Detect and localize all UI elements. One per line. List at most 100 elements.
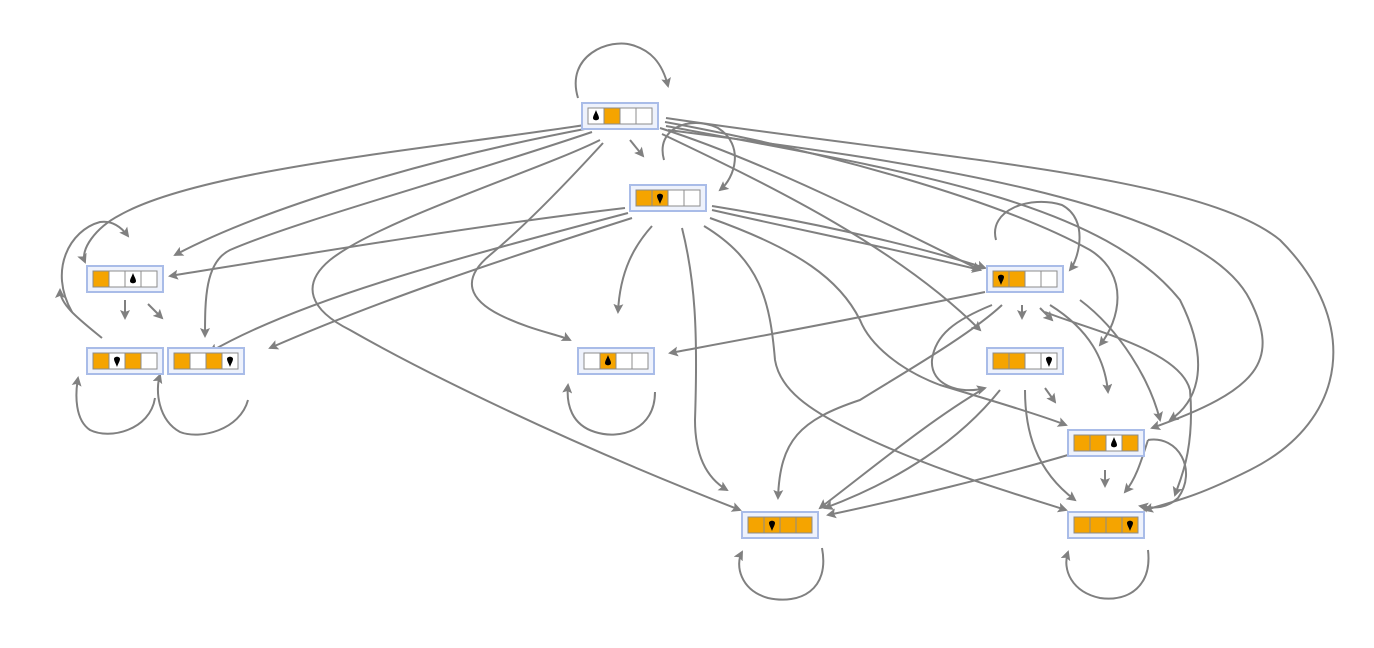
transition-edge bbox=[703, 225, 1068, 513]
tape-cell-filled bbox=[747, 516, 765, 534]
transition-edge bbox=[681, 227, 729, 492]
transition-edge bbox=[709, 217, 1068, 427]
transition-edge bbox=[208, 212, 629, 353]
head-marker-icon bbox=[114, 356, 120, 367]
transition-edge bbox=[994, 200, 1081, 272]
tape-cell-filled bbox=[779, 516, 797, 534]
tape-cell-filled bbox=[1105, 516, 1123, 534]
state-node-s8 bbox=[986, 347, 1064, 375]
nodes-layer bbox=[86, 102, 1145, 539]
transition-edge bbox=[71, 376, 156, 435]
tape-cell-filled bbox=[603, 107, 621, 125]
transition-edge bbox=[562, 383, 656, 436]
transition-edge bbox=[733, 547, 825, 601]
head-marker-icon bbox=[998, 274, 1004, 285]
transition-edge bbox=[1060, 549, 1150, 600]
state-node-s5 bbox=[167, 347, 245, 375]
state-node-s6 bbox=[577, 347, 655, 375]
edges-layer bbox=[55, 42, 1335, 601]
transition-edge bbox=[667, 129, 1264, 431]
transition-edge bbox=[818, 387, 986, 510]
transition-edge bbox=[1079, 299, 1163, 422]
tape-cell-empty bbox=[189, 352, 207, 370]
tape-cell-filled bbox=[1121, 434, 1139, 452]
tape-cell-empty bbox=[635, 107, 653, 125]
head-marker-icon bbox=[130, 273, 136, 284]
tape-cell-filled bbox=[992, 352, 1010, 370]
tape-cell-empty bbox=[619, 107, 637, 125]
tape-cell-filled bbox=[795, 516, 813, 534]
tape-cell-empty bbox=[108, 270, 126, 288]
transition-edge bbox=[1138, 438, 1188, 513]
head-marker-icon bbox=[1046, 356, 1052, 367]
tape-cell-filled bbox=[205, 352, 223, 370]
transition-edge bbox=[930, 304, 993, 395]
tape-cell-filled bbox=[1089, 516, 1107, 534]
tape-cell-empty bbox=[1040, 270, 1058, 288]
transition-edge bbox=[826, 454, 1069, 519]
tape-cell-empty bbox=[631, 352, 649, 370]
transition-edge bbox=[1024, 389, 1077, 502]
transition-edge bbox=[311, 139, 742, 512]
tape-cell-empty bbox=[683, 189, 701, 207]
transition-edge bbox=[613, 225, 653, 314]
head-marker-icon bbox=[1127, 520, 1133, 531]
tape-cell-filled bbox=[92, 270, 110, 288]
state-node-s1 bbox=[581, 102, 659, 130]
tape-cell-filled bbox=[1008, 270, 1026, 288]
transition-edge bbox=[1049, 304, 1113, 394]
transition-edge bbox=[661, 133, 982, 332]
transition-edge bbox=[1044, 311, 1192, 497]
state-node-s3 bbox=[86, 265, 164, 293]
transition-edge bbox=[268, 217, 633, 350]
head-marker-icon bbox=[605, 355, 611, 366]
transition-edge bbox=[665, 117, 1335, 513]
transition-edge bbox=[173, 127, 591, 256]
transition-edge bbox=[659, 127, 982, 271]
tape-cell-filled bbox=[124, 352, 142, 370]
transition-edge bbox=[665, 125, 1200, 422]
tape-cell-filled bbox=[1089, 434, 1107, 452]
state-node-s9 bbox=[1067, 429, 1145, 457]
tape-cell-filled bbox=[173, 352, 191, 370]
head-marker-icon bbox=[657, 193, 663, 204]
tape-cell-filled bbox=[1073, 434, 1091, 452]
head-marker-icon bbox=[769, 520, 775, 531]
state-node-s11 bbox=[1067, 511, 1145, 539]
transition-edge bbox=[200, 131, 593, 338]
transition-edge bbox=[668, 291, 986, 357]
transition-edge bbox=[823, 389, 1001, 510]
transition-edge bbox=[168, 207, 626, 280]
state-node-s4 bbox=[86, 347, 164, 375]
head-marker-icon bbox=[227, 356, 233, 367]
tape-cell-filled bbox=[635, 189, 653, 207]
tape-cell-empty bbox=[140, 270, 158, 288]
head-marker-icon bbox=[593, 110, 599, 121]
tape-cell-filled bbox=[1073, 516, 1091, 534]
state-node-s2 bbox=[629, 184, 707, 212]
transition-edge bbox=[77, 124, 586, 264]
transition-edge bbox=[1123, 439, 1149, 494]
transition-edge bbox=[1044, 387, 1057, 404]
tape-cell-filled bbox=[1008, 352, 1026, 370]
tape-cell-empty bbox=[140, 352, 158, 370]
tape-cell-filled bbox=[92, 352, 110, 370]
transition-edge bbox=[470, 142, 604, 341]
transition-edge bbox=[629, 139, 645, 158]
head-marker-icon bbox=[1111, 437, 1117, 448]
transition-edge bbox=[661, 122, 736, 192]
transition-edge bbox=[773, 304, 1003, 500]
transition-edge bbox=[55, 288, 103, 339]
state-node-s10 bbox=[741, 511, 819, 539]
transition-edge bbox=[711, 205, 987, 271]
tape-cell-empty bbox=[615, 352, 633, 370]
transition-edge bbox=[147, 303, 164, 320]
transition-edge bbox=[152, 373, 249, 436]
transition-edge bbox=[1039, 307, 1054, 322]
transition-edge bbox=[574, 42, 671, 99]
transition-edge bbox=[60, 220, 130, 313]
tape-cell-empty bbox=[1024, 270, 1042, 288]
state-node-s7 bbox=[986, 265, 1064, 293]
